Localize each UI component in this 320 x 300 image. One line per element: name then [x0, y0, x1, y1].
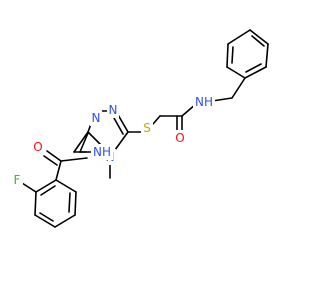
atom-label-bg	[174, 130, 186, 146]
bond	[227, 29, 251, 45]
bond	[55, 160, 62, 181]
bond	[244, 66, 267, 79]
atom-label: S	[143, 121, 151, 135]
atom-label-bg	[90, 110, 102, 126]
bond	[113, 117, 124, 135]
bond	[54, 214, 76, 228]
atom-label-bg	[141, 120, 153, 136]
molecule-diagram: NHOSNNNNHOF	[11, 29, 269, 228]
bond	[34, 214, 56, 228]
bond	[39, 212, 54, 222]
bond	[34, 191, 37, 216]
bond	[74, 191, 77, 216]
bond	[249, 29, 269, 45]
bond	[55, 179, 77, 193]
bond	[46, 150, 62, 162]
bond	[226, 43, 229, 68]
bond	[211, 97, 233, 102]
atom-label: N	[109, 103, 118, 117]
bond	[87, 131, 103, 147]
bond	[251, 35, 265, 47]
atom-label-bg	[91, 144, 113, 160]
atom-label-bg	[193, 94, 215, 110]
bond	[231, 46, 234, 64]
bond	[43, 155, 58, 166]
atom-label-bg	[32, 139, 44, 155]
structure-drawing: NHOSNNNNHOF	[11, 29, 269, 228]
bond	[40, 185, 56, 196]
atom-label-bg	[107, 102, 119, 118]
bond	[35, 179, 57, 193]
bond	[226, 66, 246, 79]
atom-label: O	[33, 140, 42, 154]
bond	[73, 131, 89, 153]
bond	[245, 63, 262, 73]
atom-label: NH	[195, 95, 213, 109]
bond	[231, 77, 246, 99]
bond	[79, 132, 89, 153]
bond	[265, 43, 269, 68]
atom-label-bg	[11, 172, 23, 188]
bond	[152, 115, 161, 125]
atom-label: N	[92, 111, 101, 125]
atom-label: NH	[93, 145, 111, 159]
atom-label: O	[175, 131, 184, 145]
bond	[60, 157, 88, 162]
bond	[21, 182, 37, 193]
bond	[114, 131, 129, 151]
atom-label: F	[14, 173, 21, 187]
bond	[68, 192, 71, 213]
